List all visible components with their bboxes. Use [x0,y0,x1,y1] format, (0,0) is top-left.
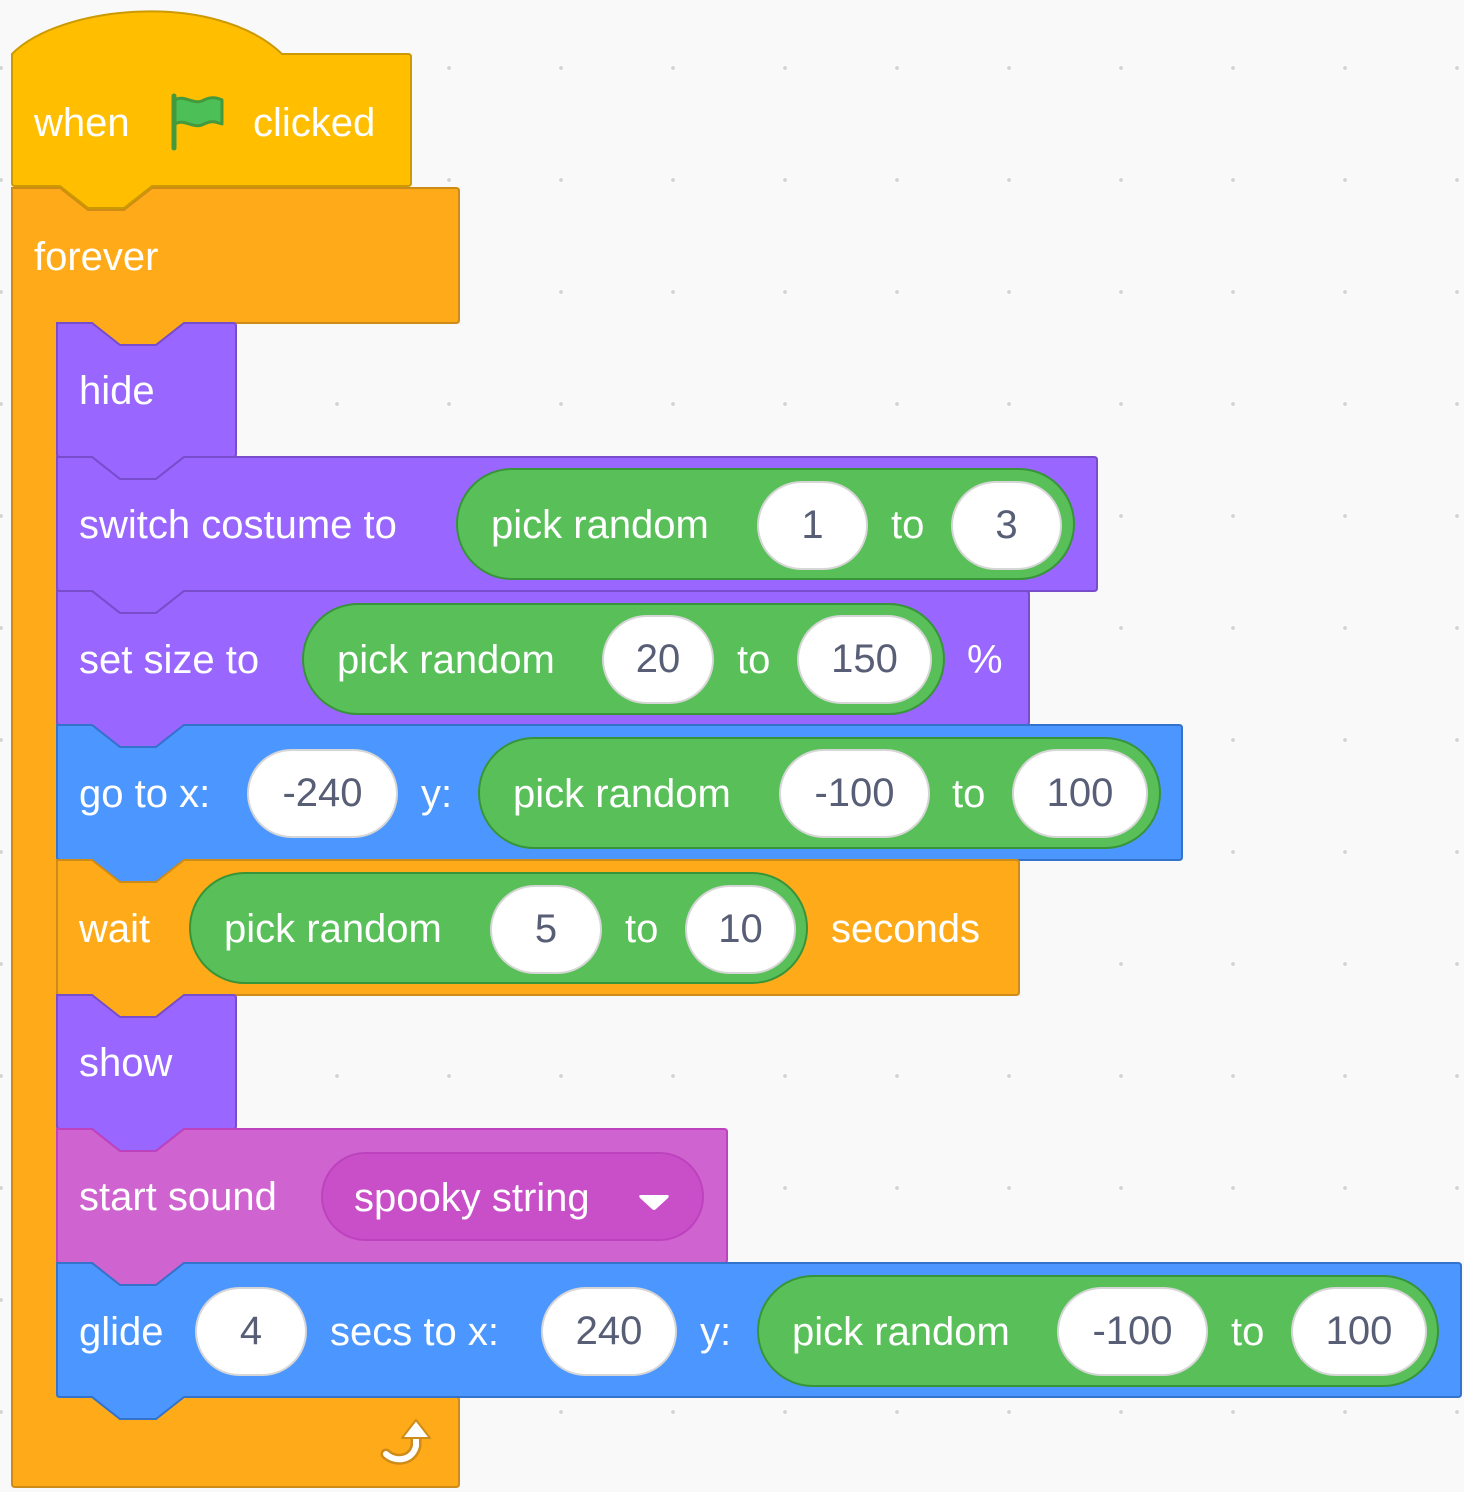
random-to-input[interactable]: 150 [797,615,932,704]
pick-random-label: pick random [337,638,555,682]
to-label: to [891,503,925,547]
go-to-x-label: go to x: [79,772,211,816]
forever-label: forever [34,235,159,279]
random-from-input[interactable]: 20 [602,615,714,704]
set-size-label: set size to [79,638,260,682]
loop-arrow-icon [380,1419,431,1465]
seconds-label: seconds [831,907,980,951]
random-from-input[interactable]: 5 [490,885,602,974]
green-flag-icon [171,93,224,151]
to-label: to [1231,1310,1265,1354]
random-from-input[interactable]: -100 [1057,1287,1208,1376]
to-label: to [625,907,659,951]
pick-random-label: pick random [491,503,709,547]
y-label: y: [421,772,453,816]
hide-label: hide [79,369,155,413]
clicked-label: clicked [253,101,376,145]
switch-costume-label: switch costume to [79,503,397,547]
random-to-input[interactable]: 100 [1291,1287,1427,1376]
sound-name: spooky string [354,1176,590,1220]
to-label: to [952,772,986,816]
pick-random-label: pick random [224,907,442,951]
sound-dropdown[interactable]: spooky string [321,1152,704,1241]
random-to-input[interactable]: 10 [685,885,796,974]
to-label: to [737,638,771,682]
pick-random-label: pick random [792,1310,1010,1354]
wait-label: wait [79,907,151,951]
random-to-input[interactable]: 100 [1012,749,1148,838]
percent-label: % [967,638,1003,682]
y-label: y: [700,1310,732,1354]
secs-to-x-label: secs to x: [330,1310,499,1354]
glide-label: glide [79,1310,164,1354]
x-input[interactable]: -240 [247,749,398,838]
show-label: show [79,1041,173,1085]
dropdown-caret-icon [639,1195,669,1210]
random-from-input[interactable]: 1 [757,481,868,570]
random-to-input[interactable]: 3 [951,481,1062,570]
pick-random-label: pick random [513,772,731,816]
random-from-input[interactable]: -100 [779,749,930,838]
x-input[interactable]: 240 [541,1287,677,1376]
start-sound-label: start sound [79,1175,277,1219]
glide-secs-input[interactable]: 4 [195,1287,307,1376]
when-label: when [34,101,130,145]
